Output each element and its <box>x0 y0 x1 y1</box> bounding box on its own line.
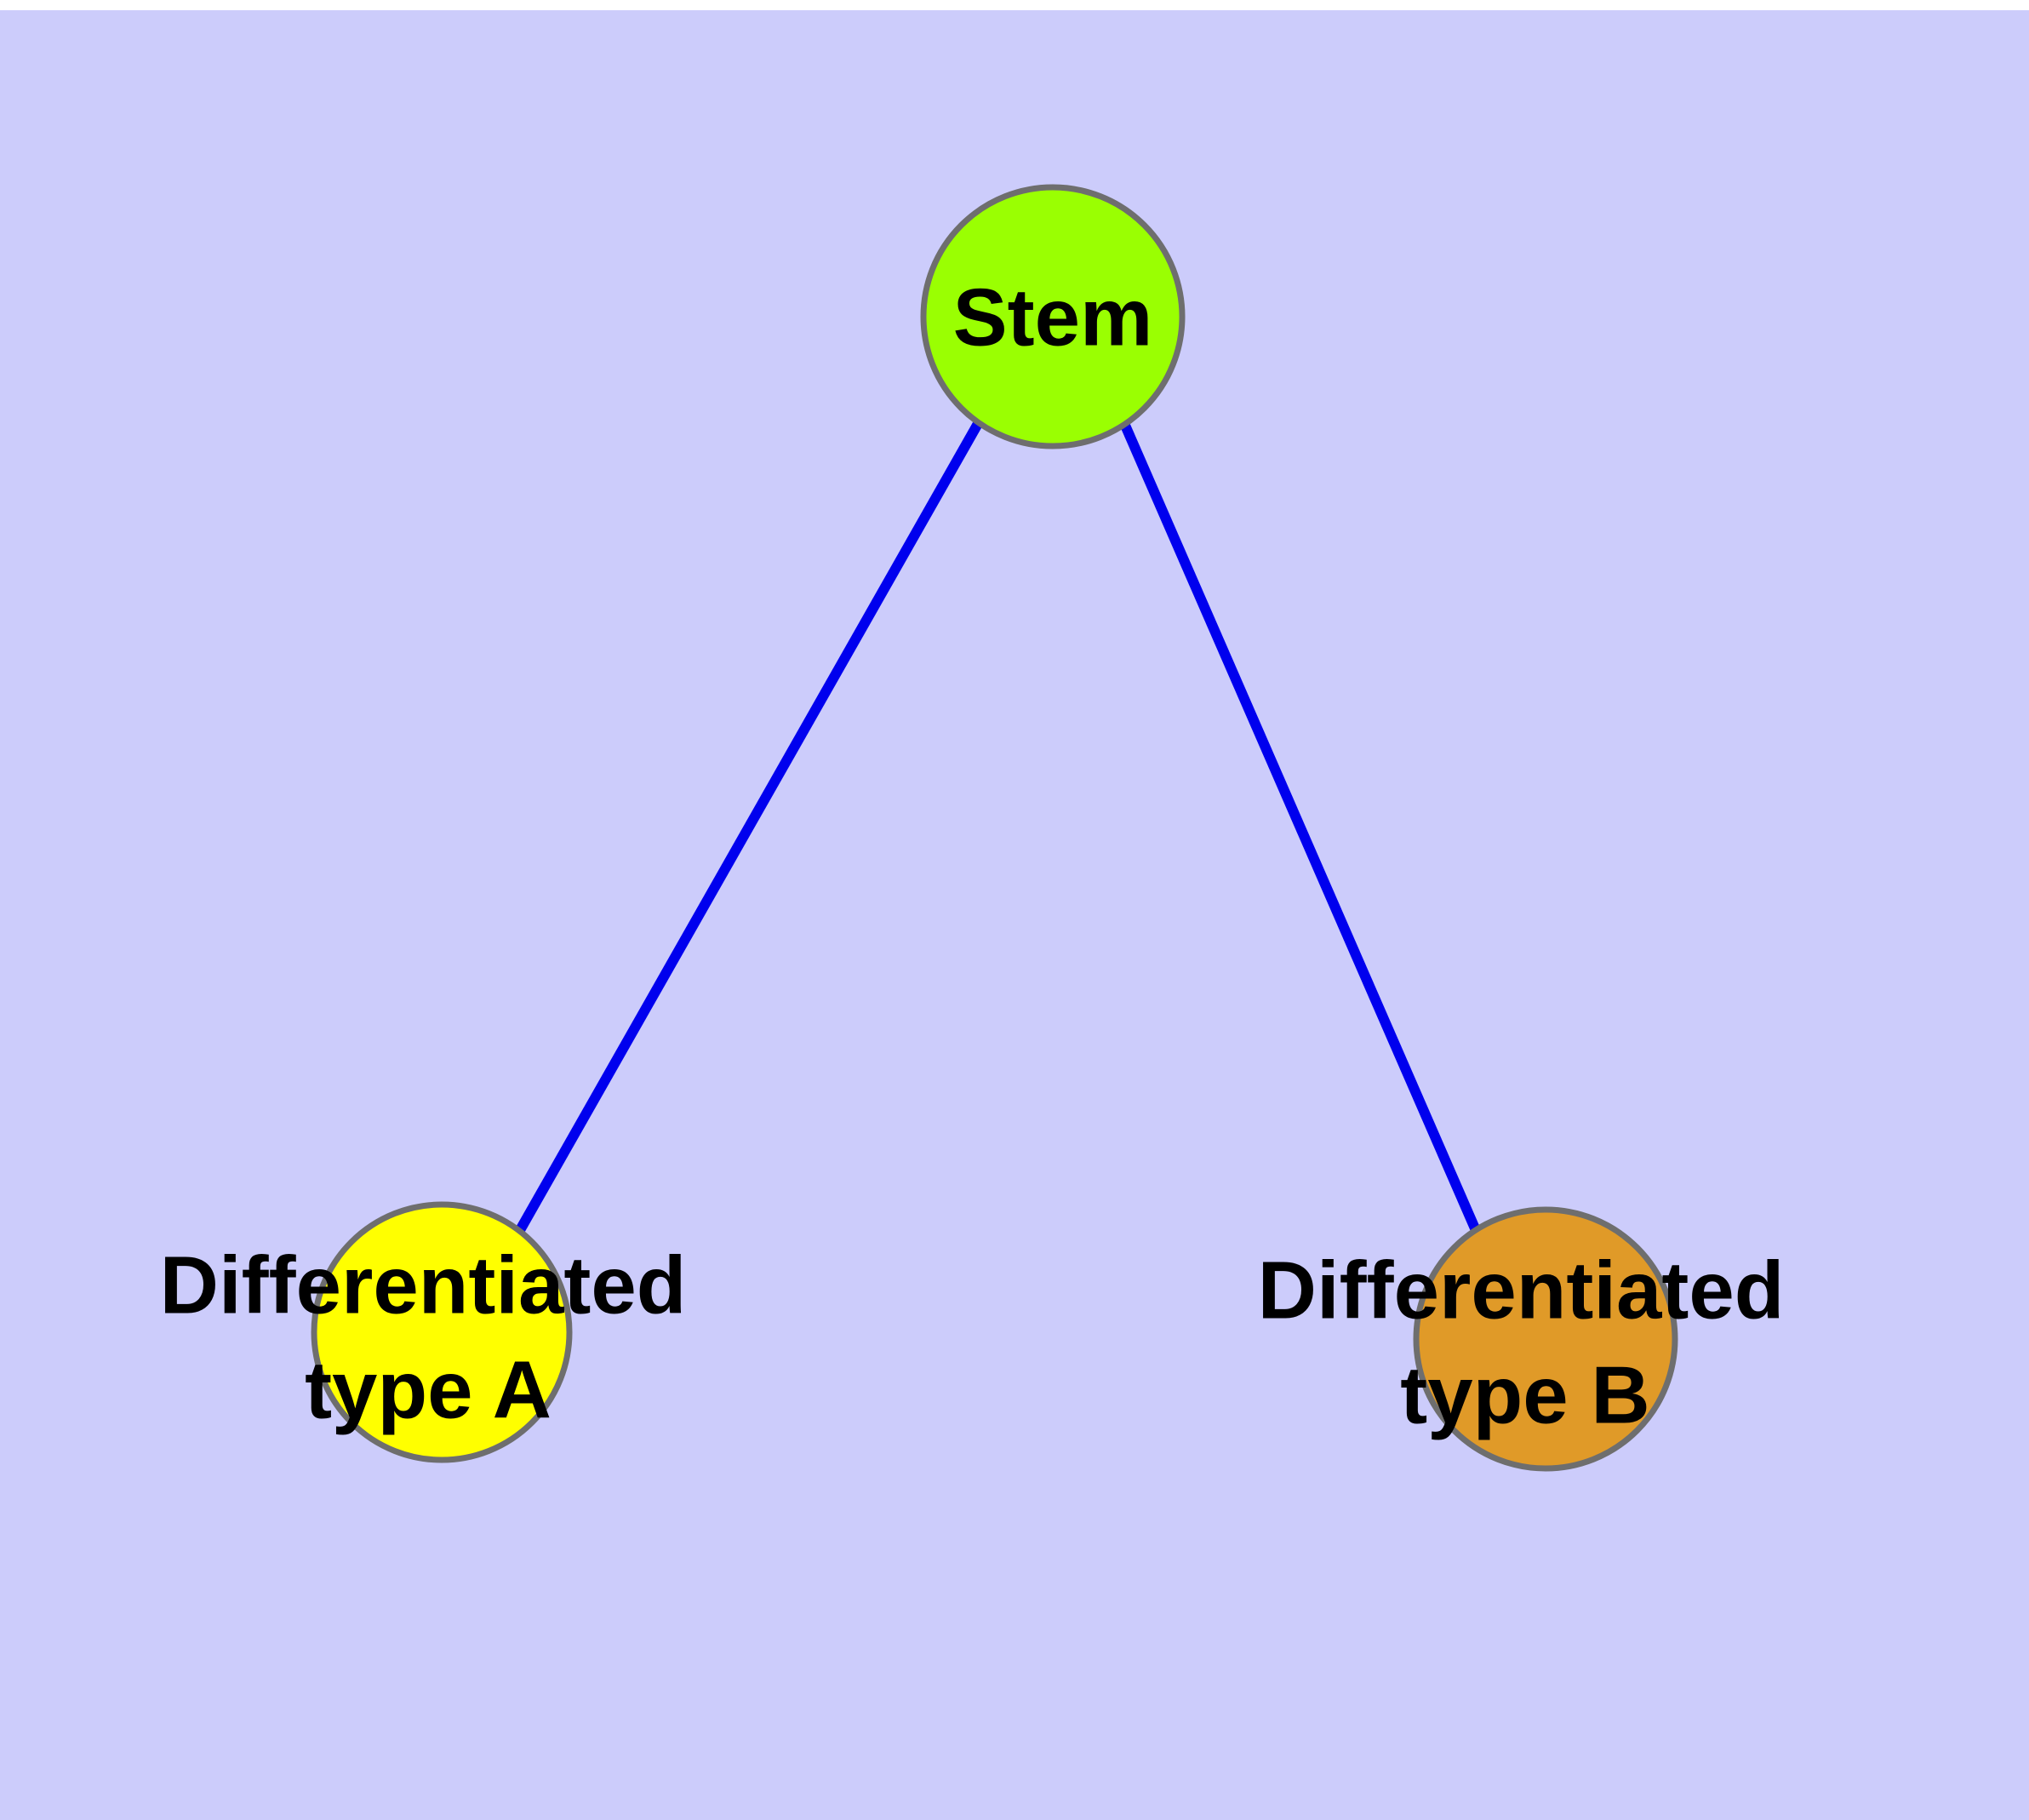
node-diff-a-label-line2: type A <box>305 1344 552 1435</box>
node-diff-b-label-line2: type B <box>1400 1349 1649 1440</box>
edge-layer <box>515 419 1480 1233</box>
node-diff-b-label-line1: Differentiated <box>1258 1245 1785 1336</box>
node-diff-a-label-line1: Differentiated <box>160 1239 687 1331</box>
node-diff-a-circle[interactable] <box>311 1201 573 1463</box>
node-diff-a[interactable] <box>311 1201 573 1463</box>
node-stem-label: Stem <box>953 272 1153 363</box>
node-stem[interactable] <box>920 184 1186 449</box>
edge-stem-to-diff-a[interactable] <box>515 420 984 1233</box>
label-layer: Stem Differentiated type A Differentiate… <box>160 272 1785 1440</box>
node-diff-b-circle[interactable] <box>1413 1206 1678 1472</box>
edge-stem-to-diff-b[interactable] <box>1118 419 1480 1231</box>
node-diff-b[interactable] <box>1413 1206 1678 1472</box>
node-stem-circle[interactable] <box>920 184 1186 449</box>
